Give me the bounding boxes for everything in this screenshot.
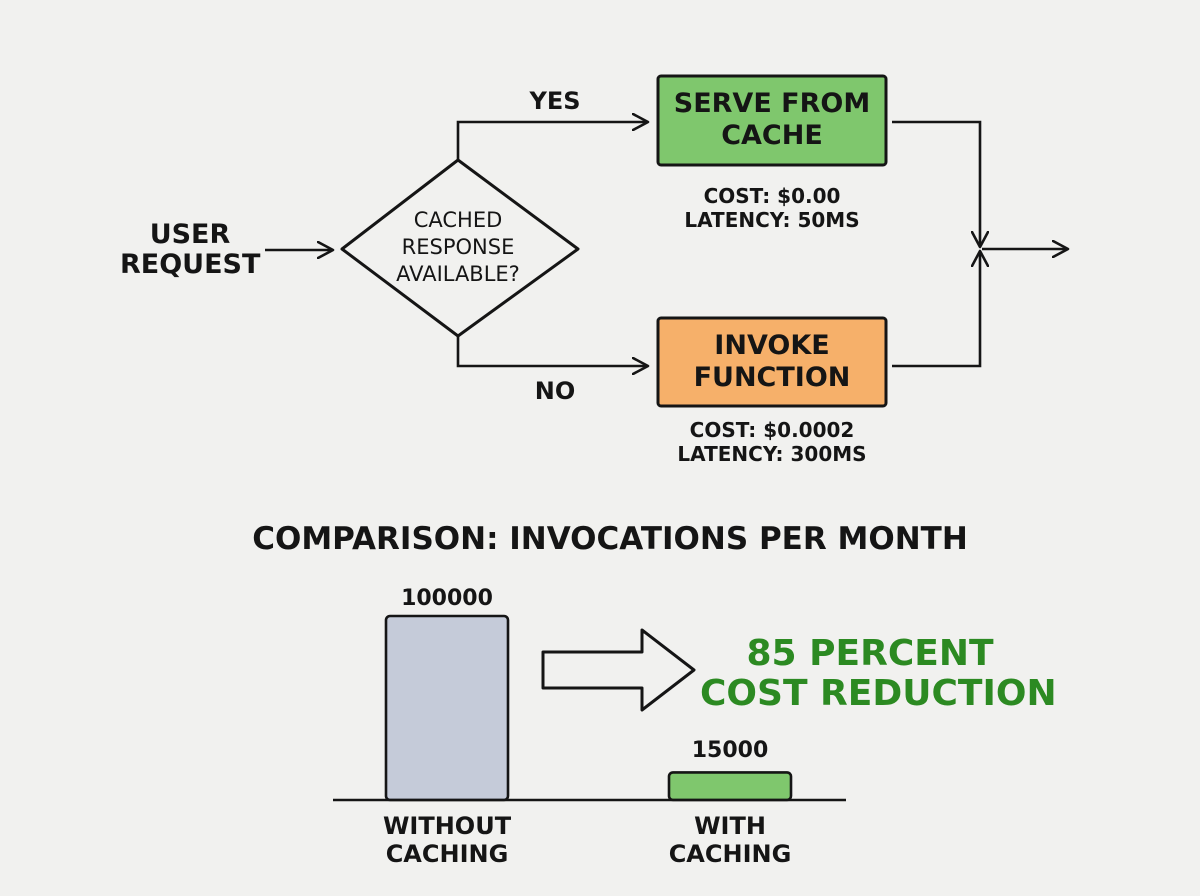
decision-line2: RESPONSE [401,235,515,259]
cache-latency: LATENCY: 50MS [684,208,860,232]
category-with-line2: CACHING [668,840,792,868]
chart-title: COMPARISON: INVOCATIONS PER MONTH [252,521,968,557]
decision-line3: AVAILABLE? [396,262,520,286]
invoke-function-line2: FUNCTION [693,362,851,393]
serve-from-cache-title: SERVE FROM CACHE [658,88,886,152]
bar-value-label-with-caching: 15000 [691,738,769,763]
category-without-line1: WITHOUT [382,812,512,840]
bar-with-caching [667,771,793,802]
user-request-line2: REQUEST [120,249,261,280]
cache-metrics: COST: $0.00 LATENCY: 50MS [648,184,896,232]
category-label-without-caching: WITHOUT CACHING [362,812,532,868]
invoke-function-line1: INVOKE [714,330,830,361]
serve-from-cache-line1: SERVE FROM [673,88,871,119]
yes-branch-arrow [456,122,648,160]
invocations-bar-chart [333,614,846,802]
category-with-line1: WITH [694,812,766,840]
category-label-with-caching: WITH CACHING [645,812,815,868]
bar-value-label-without-caching: 100000 [401,586,493,611]
invoke-latency: LATENCY: 300MS [677,442,867,466]
arrow-right-icon [541,628,696,712]
invoke-cost: COST: $0.0002 [689,418,855,442]
decision-line1: CACHED [413,208,503,232]
invoke-function-box [656,316,888,408]
serve-from-cache-box [656,74,888,167]
cache-merge-arrow [892,120,980,247]
invoke-metrics: COST: $0.0002 LATENCY: 300MS [638,418,906,466]
decision-label: CACHED RESPONSE AVAILABLE? [360,207,556,288]
bar-without-caching [384,614,510,802]
user-request-label: USER REQUEST [120,220,260,280]
category-without-line2: CACHING [385,840,509,868]
cache-cost: COST: $0.00 [703,184,841,208]
cost-reduction-annotation: 85 PERCENT COST REDUCTION [700,633,1057,714]
no-branch-arrow [456,336,648,366]
no-branch-label: NO [534,377,576,405]
serve-from-cache-line2: CACHE [721,120,823,151]
cost-reduction-line2: COST REDUCTION [700,673,1057,714]
invoke-function-title: INVOKE FUNCTION [658,330,886,394]
cost-reduction-line1: 85 PERCENT [746,633,994,674]
user-request-line1: USER [149,219,231,250]
yes-branch-label: YES [529,87,581,115]
invoke-merge-arrow [892,251,980,368]
